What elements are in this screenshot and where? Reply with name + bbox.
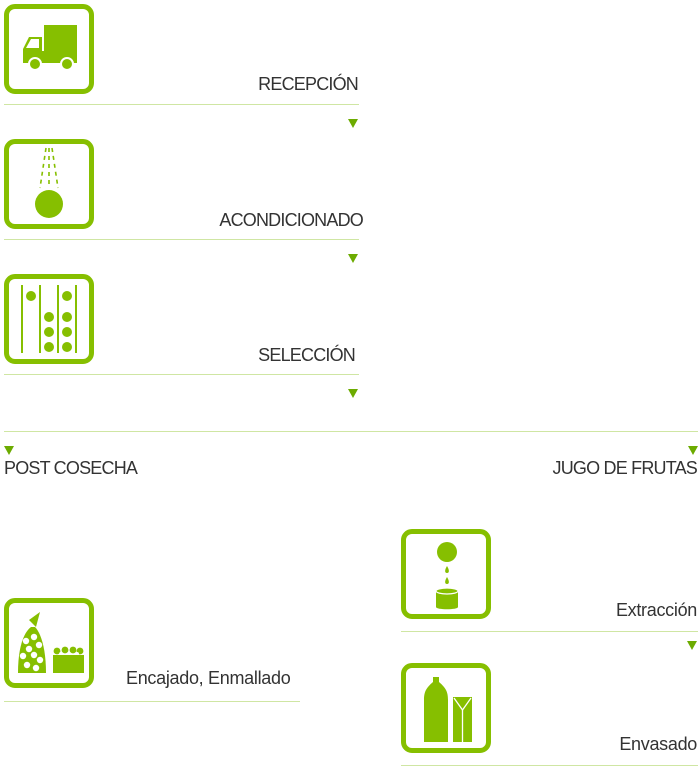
step-label-acondicionado: ACONDICIONADO	[219, 210, 363, 230]
branch-title-post-cosecha: POST COSECHA	[4, 458, 138, 478]
arrow-down-icon	[688, 446, 698, 455]
step-label-seleccion: SELECCIÓN	[258, 345, 356, 365]
bottle-and-carton-icon	[401, 663, 491, 753]
arrow-down-icon	[348, 389, 358, 398]
sorting-lanes-icon	[4, 274, 94, 364]
spray-fruit-icon	[4, 139, 94, 229]
juice-extraction-icon	[401, 529, 491, 619]
bag-and-crate-icon	[4, 598, 94, 688]
divider	[4, 701, 300, 702]
arrow-down-icon	[4, 446, 14, 455]
step-label-recepcion: RECEPCIÓN	[258, 74, 359, 94]
step-label-encajado: Encajado, Enmallado	[126, 668, 291, 688]
divider	[401, 631, 698, 632]
arrow-down-icon	[348, 119, 358, 128]
step-label-extraccion: Extracción	[615, 600, 697, 620]
arrow-down-icon	[687, 641, 697, 650]
branch-title-jugo-de-frutas: JUGO DE FRUTAS	[552, 458, 698, 478]
truck-icon	[4, 4, 94, 94]
divider	[4, 374, 359, 375]
divider	[401, 765, 698, 766]
divider	[4, 239, 359, 240]
branch-divider	[4, 431, 698, 432]
step-label-envasado: Envasado	[619, 734, 697, 754]
divider	[4, 104, 359, 105]
arrow-down-icon	[348, 254, 358, 263]
